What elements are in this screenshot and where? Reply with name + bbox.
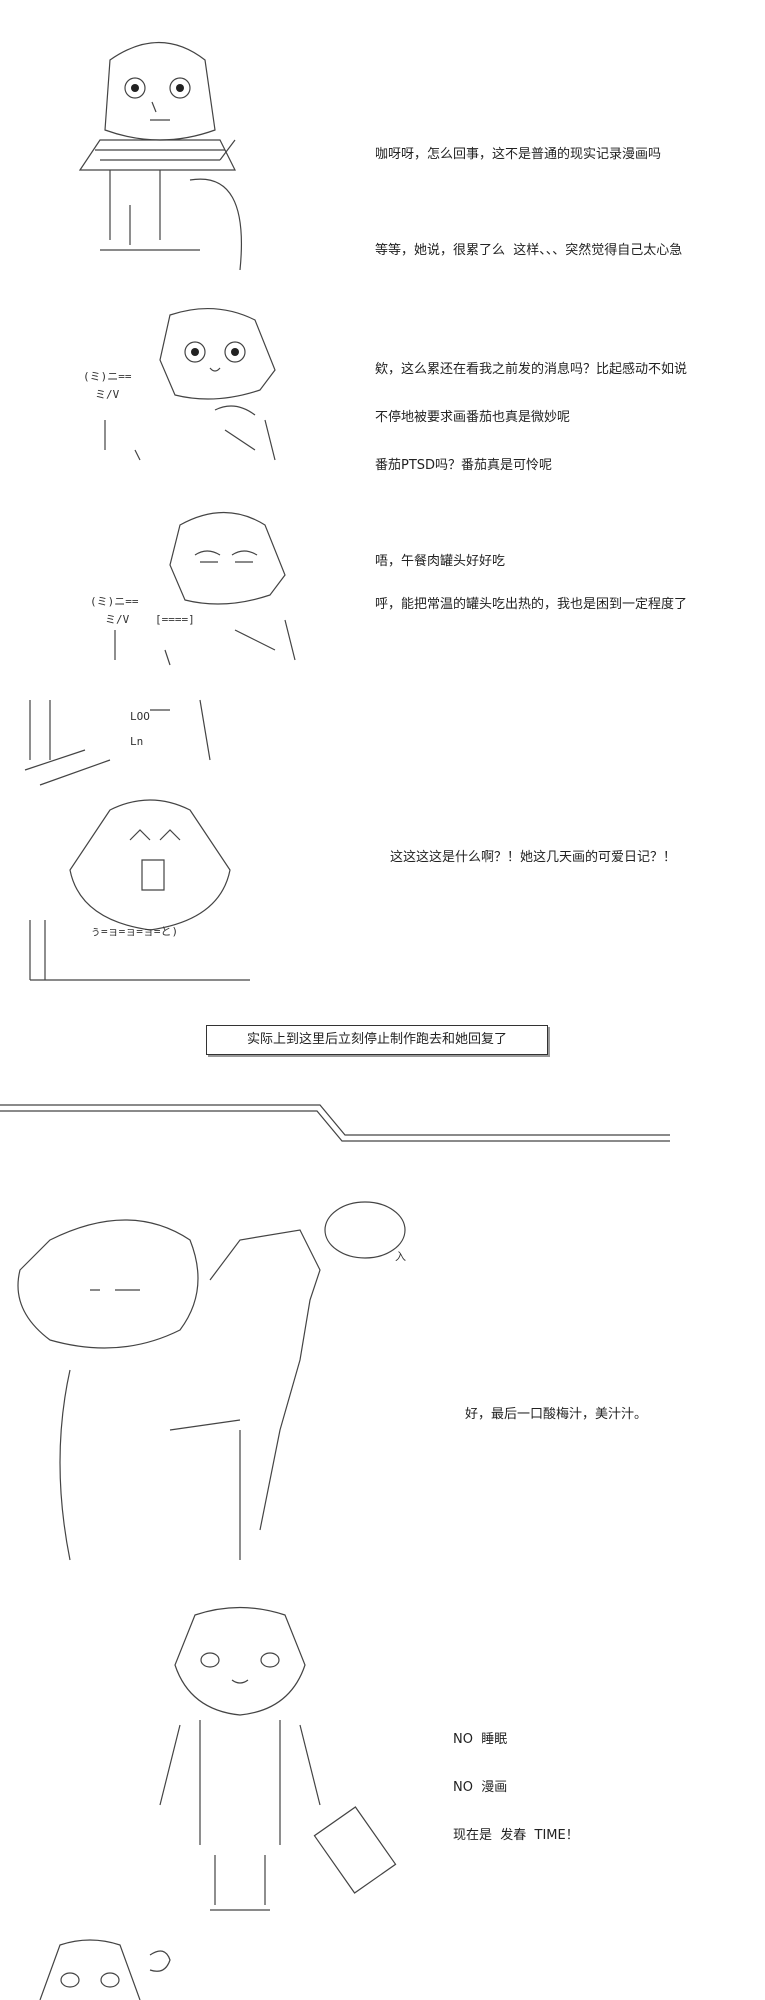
can-eq: [====]: [155, 613, 195, 626]
notice-box: 实际上到这里后立刻停止制作跑去和她回复了: [206, 1025, 548, 1055]
panel-1-art: [40, 20, 280, 280]
mouth-line: ぅ=ョ=ョ=ョ=と): [90, 925, 178, 938]
panel-4-text: 这这这这是什么啊？！她这几天画的可爱日记？！: [390, 850, 677, 865]
diary-loo: LOO: [130, 710, 150, 723]
section-divider: [0, 1095, 700, 1145]
can-label: (ミ)ニ==: [83, 370, 132, 383]
panel-1-text: 咖呀呀，怎么回事，这不是普通的现实记录漫画吗 等等，她说，很累了么 这样、、、突…: [375, 147, 683, 258]
panel-2-art: (ミ)ニ== ミ/V: [75, 300, 305, 480]
can-sv: ミ/V: [95, 388, 120, 401]
panel-5-art: 入: [10, 1200, 410, 1580]
panel-6-text: NO 睡眠 NO 漫画 现在是 发春 TIME！: [453, 1732, 579, 1843]
panel-6-art: [140, 1605, 400, 1925]
can-label-2: (ミ)ニ==: [90, 595, 139, 608]
panel-4-art: LOO Ln ぅ=ョ=ョ=ョ=と): [20, 690, 280, 990]
panel-3-text: 呼，能把常温的罐头吃出热的，我也是困到一定程度了: [375, 597, 688, 612]
drink-mark: 入: [395, 1250, 406, 1263]
can-sv-2: ミ/V: [105, 613, 130, 626]
panel-7-art-partial: [10, 1935, 210, 2000]
panel-5-text: 好，最后一口酸梅汁，美汁汁。: [465, 1407, 648, 1422]
panel-2-text: 欸，这么累还在看我之前发的消息吗？比起感动不如说 不停地被要求画番茄也真是微妙呢…: [375, 362, 688, 569]
diary-ln: Ln: [130, 735, 143, 748]
panel-3-art: (ミ)ニ== ミ/V [====]: [85, 500, 315, 680]
